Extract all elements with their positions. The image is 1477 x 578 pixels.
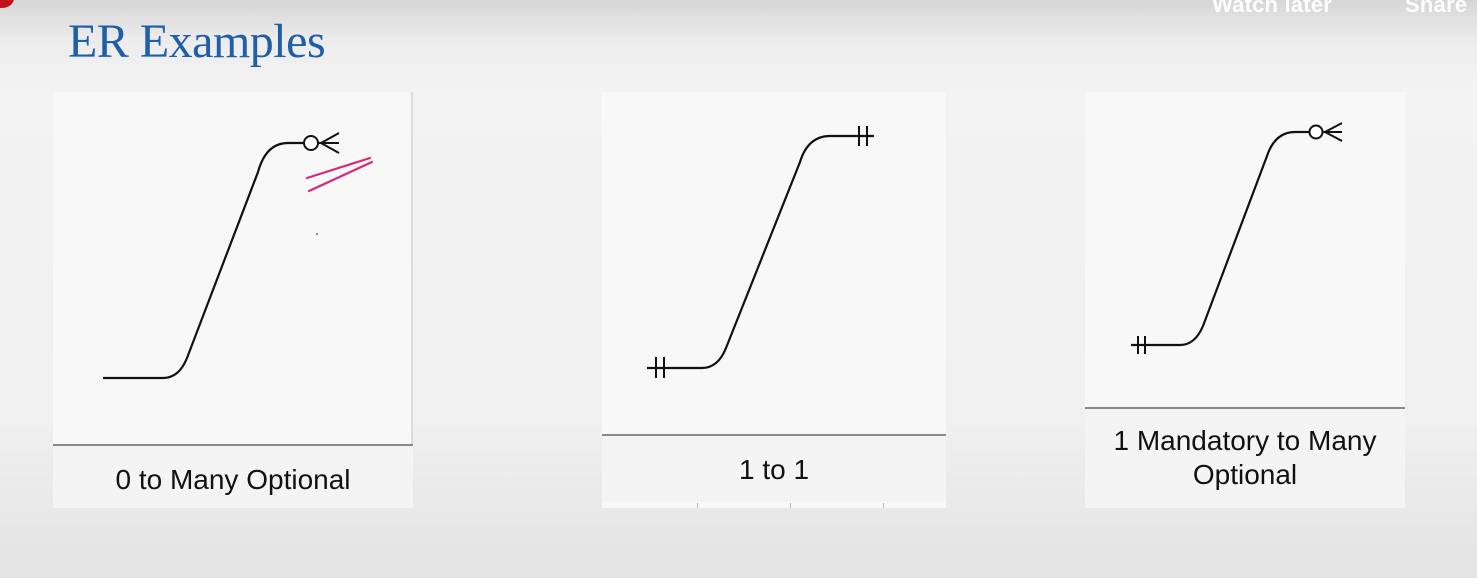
- watch-later-button[interactable]: Watch later: [1212, 0, 1332, 17]
- caption-one-mandatory-line2: Optional: [1192, 459, 1298, 490]
- caption-zero-to-many: 0 to Many Optional: [115, 464, 351, 495]
- relationship-line: [103, 141, 304, 380]
- share-button[interactable]: Share: [1405, 0, 1468, 17]
- pen-annotation-strokes: [305, 156, 374, 193]
- relationship-diagram-one-mandatory-to-many: [1131, 122, 1343, 354]
- relationship-line: [1131, 130, 1310, 347]
- relationship-diagram-one-to-one: [647, 126, 874, 378]
- er-example-panel-one-mandatory-to-many-optional: 1 Mandatory to Many Optional: [1085, 92, 1405, 508]
- one-and-only-one-bars-icon: [858, 126, 868, 146]
- one-and-only-one-bars-icon: [655, 357, 665, 378]
- zero-or-many-crowfoot-icon: [1308, 122, 1343, 142]
- caption-one-mandatory-line1: 1 Mandatory to Many: [1113, 425, 1377, 456]
- er-example-panel-one-to-one: 1 to 1: [602, 92, 946, 508]
- er-example-panel-zero-to-many: 0 to Many Optional: [53, 92, 413, 508]
- caption-one-to-one: 1 to 1: [738, 454, 810, 485]
- relationship-diagram-zero-to-many: [103, 132, 374, 380]
- slide-title: ER Examples: [68, 15, 326, 68]
- relationship-line: [647, 134, 874, 370]
- one-and-only-one-bars-icon: [1137, 336, 1146, 354]
- zero-or-many-crowfoot-icon: [303, 132, 340, 154]
- player-logo-fragment: [0, 0, 14, 8]
